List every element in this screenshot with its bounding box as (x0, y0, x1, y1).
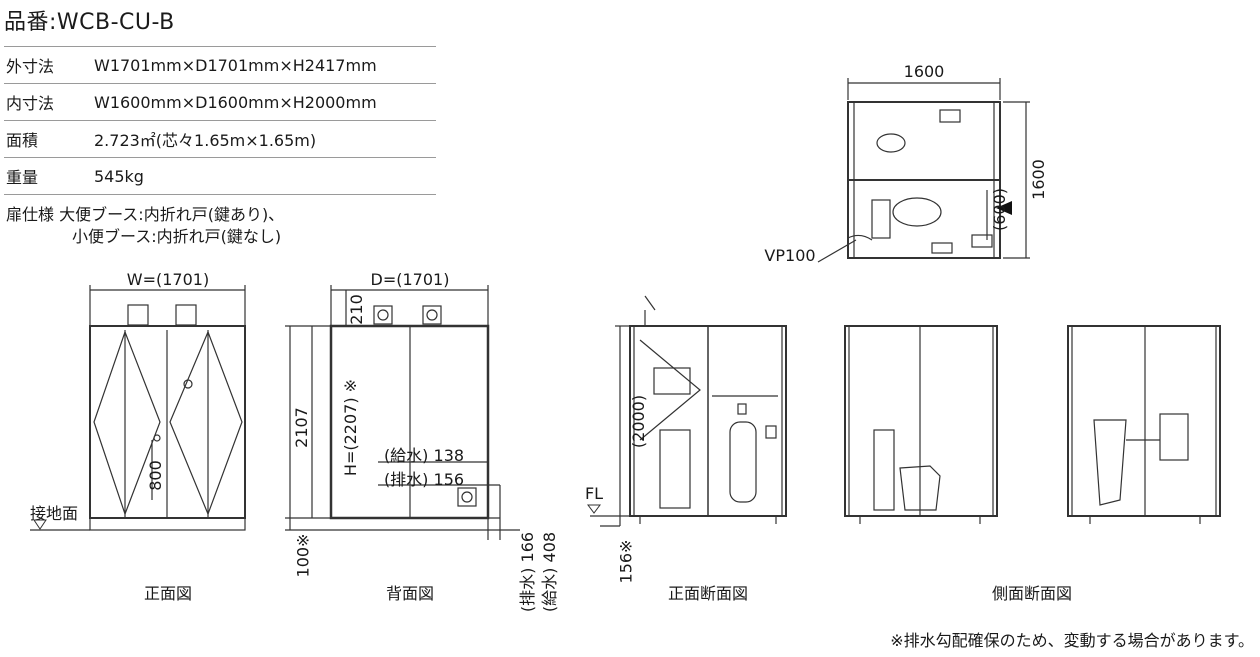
front-section-caption: 正面断面図 (667, 584, 749, 603)
spec-row-area: 面積 2.723㎡(芯々1.65m×1.65m) (4, 121, 436, 158)
control-panel-icon (653, 367, 691, 395)
front-section-view (587, 295, 787, 527)
drainage-note: ※排水勾配確保のため、変動する場合があります。 (890, 631, 1254, 650)
side-section-view-2 (1067, 325, 1221, 524)
spec-label: 外寸法 (6, 57, 55, 76)
section-base-label: 156※ (616, 539, 636, 584)
side-section-caption: 側面断面図 (991, 584, 1073, 603)
back-view (285, 285, 520, 540)
spec-row-outer: 外寸法 W1701mm×D1701mm×H2417mm (4, 46, 436, 84)
urinal-front-icon (729, 421, 757, 503)
back-top-label: 210 (346, 294, 366, 325)
water-supply-label: (給水) 138 (383, 446, 465, 465)
spec-value: W1600mm×D1600mm×H2000mm (94, 92, 377, 112)
fl-label: FL (584, 484, 604, 503)
water-drain-label: (排水) 156 (383, 470, 465, 489)
spec-row-inner: 内寸法 W1600mm×D1600mm×H2000mm (4, 84, 436, 121)
supply-height-label: (給水) 408 (540, 531, 560, 613)
ground-label: 接地面 (29, 504, 79, 523)
back-h1-label: 2107 (291, 407, 311, 448)
spec-row-weight: 重量 545kg (4, 158, 436, 195)
toilet-profile-icon (899, 465, 941, 511)
vp-label: VP100 (764, 246, 816, 265)
door-spec: 扉仕様 大便ブース:内折れ戸(鍵あり)、 小便ブース:内折れ戸(鍵なし) (6, 204, 284, 248)
toilet-side-icon (659, 429, 691, 509)
spec-label: 重量 (6, 168, 39, 187)
door-label: 扉仕様 (6, 205, 55, 224)
entrance-arrow-icon (996, 201, 1012, 215)
back-h2-label: H=(2207) ※ (341, 378, 361, 477)
front-caption: 正面図 (143, 584, 193, 603)
plan-width-label: 1600 (903, 62, 945, 81)
spec-value: W1701mm×D1701mm×H2417mm (94, 55, 377, 75)
door-line2: 小便ブース:内折れ戸(鍵なし) (72, 227, 282, 246)
toilet-icon (892, 197, 942, 227)
front-view (30, 285, 246, 531)
door-line1: 大便ブース:内折れ戸(鍵あり)、 (59, 205, 285, 224)
spec-table: 外寸法 W1701mm×D1701mm×H2417mm 内寸法 W1600mm×D1… (4, 46, 436, 195)
plan-door-label: (600) (990, 187, 1010, 232)
spec-label: 面積 (6, 131, 39, 150)
front-width-label: W=(1701) (126, 270, 210, 289)
plan-view (817, 78, 1030, 263)
back-caption: 背面図 (385, 584, 435, 603)
plan-depth-label: 1600 (1028, 159, 1048, 200)
base-height-label: 100※ (293, 533, 313, 578)
section-height-label: (2000) (629, 394, 649, 449)
spec-value: 2.723㎡(芯々1.65m×1.65m) (94, 131, 317, 150)
side-section-view-1 (844, 325, 998, 524)
urinal-icon (876, 133, 906, 153)
urinal-profile-icon (1093, 419, 1127, 506)
spec-value: 545kg (94, 166, 144, 186)
back-depth-label: D=(1701) (370, 270, 450, 289)
drain-height-label: (排水) 166 (518, 531, 538, 613)
product-title: 品番:WCB-CU-B (4, 10, 175, 35)
toilet-tank-icon (871, 199, 891, 239)
spec-label: 内寸法 (6, 94, 55, 113)
handle-height-label: 800 (145, 460, 165, 491)
